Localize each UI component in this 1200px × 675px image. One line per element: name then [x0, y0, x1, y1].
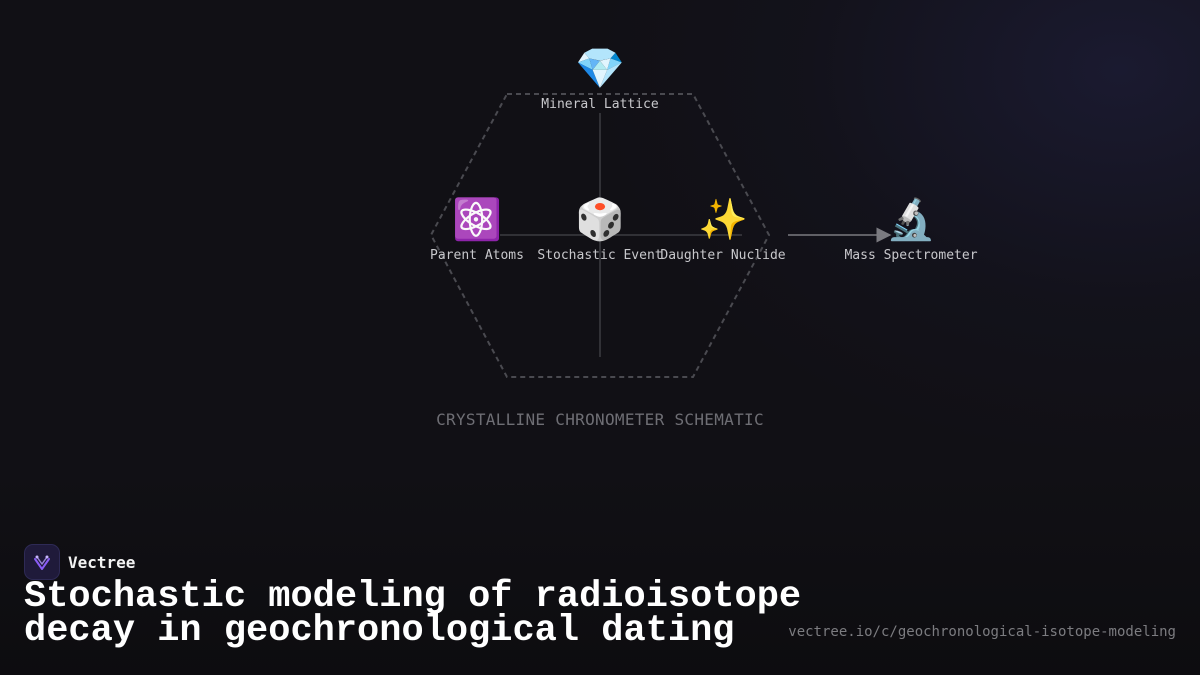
node-stochastic-event: 🎲 Stochastic Event [537, 196, 662, 263]
vectree-logo-icon [24, 544, 60, 580]
node-label: Parent Atoms [430, 248, 524, 263]
microscope-icon: 🔬 [886, 195, 936, 243]
node-label: Daughter Nuclide [660, 248, 785, 263]
atom-icon: ⚛️ [452, 196, 502, 243]
brand: Vectree [24, 544, 135, 580]
node-parent-atoms: ⚛️ Parent Atoms [430, 196, 524, 263]
node-label: Mineral Lattice [541, 97, 659, 112]
die-icon: 🎲 [575, 196, 625, 243]
node-mass-spectrometer: 🔬 Mass Spectrometer [844, 195, 977, 263]
page-url[interactable]: vectree.io/c/geochronological-isotope-mo… [788, 624, 1176, 640]
node-daughter-nuclide: ✨ Daughter Nuclide [660, 197, 785, 263]
sparkles-icon: ✨ [698, 197, 748, 243]
page-title: Stochastic modeling of radioisotope deca… [24, 576, 802, 652]
lattice-hexagon [429, 93, 771, 378]
node-label: Mass Spectrometer [844, 248, 977, 263]
brand-name: Vectree [68, 552, 136, 572]
node-mineral-lattice: 💎 Mineral Lattice [541, 46, 659, 112]
diagram-caption: CRYSTALLINE CHRONOMETER SCHEMATIC [436, 410, 764, 429]
node-label: Stochastic Event [537, 248, 662, 263]
gem-icon: 💎 [575, 46, 625, 92]
